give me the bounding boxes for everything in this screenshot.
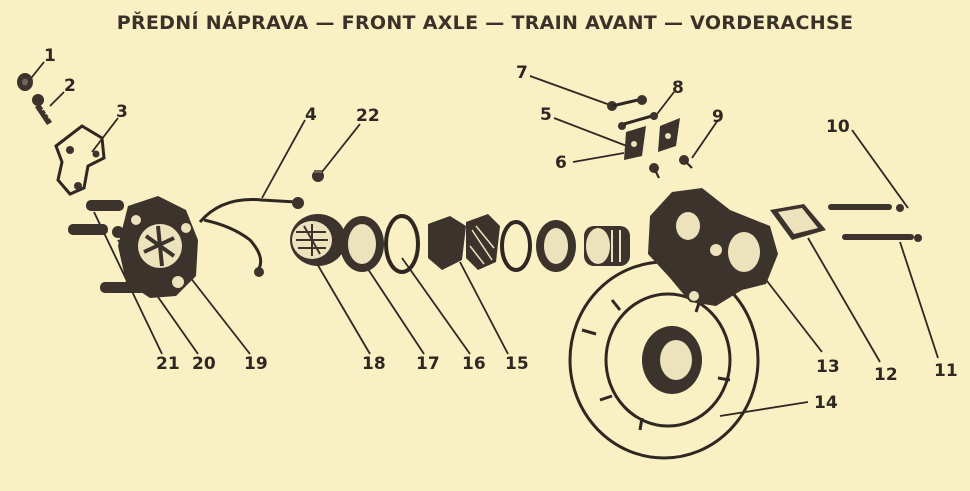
part-7-clip — [607, 95, 647, 111]
part-labels: 1 2 3 4 5 6 7 8 9 10 11 12 13 14 15 16 1… — [44, 46, 958, 413]
part-12-shim — [770, 204, 826, 240]
part-label-15: 15 — [505, 354, 529, 374]
part-label-5: 5 — [540, 105, 552, 125]
leader-13 — [759, 271, 823, 353]
leader-22 — [321, 123, 361, 173]
leader-19 — [185, 271, 251, 355]
part-2-bolt — [32, 94, 55, 125]
part-ring-right — [500, 220, 532, 272]
part-label-14: 14 — [814, 393, 838, 413]
leader-4 — [261, 119, 306, 199]
part-label-19: 19 — [244, 354, 268, 374]
leader-8 — [653, 91, 675, 119]
part-label-2: 2 — [64, 76, 76, 96]
leader-lines — [27, 61, 939, 417]
leader-10 — [851, 129, 909, 209]
leader-11 — [899, 241, 939, 359]
part-label-22: 22 — [356, 106, 380, 126]
part-label-20: 20 — [192, 354, 216, 374]
part-label-16: 16 — [462, 354, 486, 374]
leader-12 — [807, 237, 881, 363]
part-17-seal — [340, 216, 384, 272]
part-label-7: 7 — [516, 63, 528, 83]
part-seal-right — [536, 220, 576, 272]
part-11-pin — [842, 234, 922, 242]
part-label-21: 21 — [156, 354, 180, 374]
part-22-screw — [312, 170, 324, 182]
part-13-caliper — [648, 188, 778, 306]
leader-3 — [91, 117, 119, 153]
leader-16 — [401, 257, 471, 355]
part-4-brake-pipe — [198, 197, 304, 277]
part-label-9: 9 — [712, 107, 724, 127]
part-bearing-right — [584, 226, 630, 266]
part-label-1: 1 — [44, 46, 56, 66]
part-label-4: 4 — [305, 105, 317, 125]
part-3-bracket — [54, 124, 106, 196]
part-label-10: 10 — [826, 117, 850, 137]
leader-9 — [691, 119, 719, 159]
leader-14 — [719, 401, 809, 417]
part-18-bearing — [290, 214, 346, 266]
leader-15 — [459, 261, 509, 355]
part-label-13: 13 — [816, 357, 840, 377]
part-6-retainer — [658, 118, 680, 152]
leader-6 — [572, 152, 625, 163]
part-5-retainer — [624, 126, 646, 160]
part-8-pin — [618, 112, 658, 130]
part-label-17: 17 — [416, 354, 440, 374]
part-15-brake-pads — [428, 214, 500, 270]
part-label-8: 8 — [672, 78, 684, 98]
part-1-nut — [17, 73, 33, 91]
leader-7 — [529, 75, 611, 106]
part-label-18: 18 — [362, 354, 386, 374]
leader-18 — [315, 261, 371, 355]
part-10-pin — [828, 204, 904, 212]
part-label-12: 12 — [874, 365, 898, 385]
part-label-6: 6 — [555, 153, 567, 173]
part-label-3: 3 — [116, 102, 128, 122]
part-9-bolts — [649, 155, 693, 179]
leader-17 — [361, 259, 425, 355]
part-14-brake-disc — [568, 260, 760, 460]
part-label-11: 11 — [934, 361, 958, 381]
part-19-flange — [118, 196, 198, 298]
leader-5 — [553, 117, 633, 149]
page-title: PŘEDNÍ NÁPRAVA — FRONT AXLE — TRAIN AVAN… — [116, 12, 854, 34]
part-16-o-ring — [384, 214, 420, 274]
leader-2 — [49, 91, 65, 107]
